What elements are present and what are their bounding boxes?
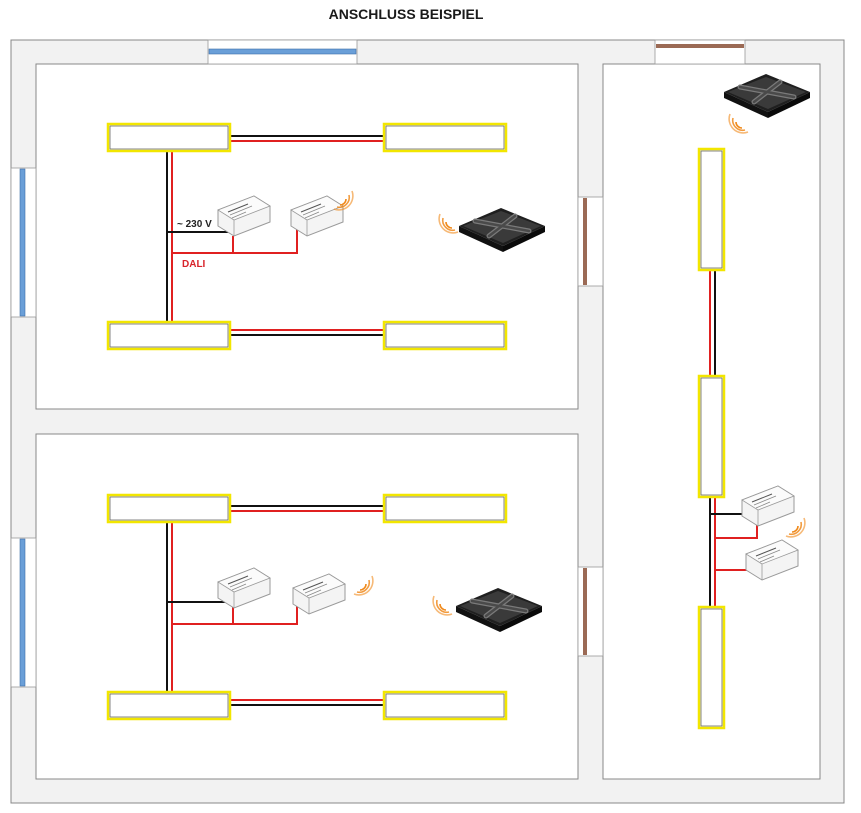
- window-top: [207, 39, 358, 65]
- door-top-right: [654, 39, 746, 65]
- luminaire: [697, 147, 726, 272]
- luminaire: [697, 605, 726, 730]
- diagram-title: ANSCHLUSS BEISPIEL: [329, 6, 484, 22]
- door-middle-lower: [577, 566, 604, 657]
- luminaire: [697, 374, 726, 499]
- luminaire: [382, 493, 508, 524]
- window-left-top: [10, 167, 37, 318]
- luminaire: [106, 493, 232, 524]
- door-middle-upper: [577, 196, 604, 287]
- wire-dali: [715, 524, 758, 539]
- luminaire: [106, 122, 232, 153]
- window-left-bottom: [10, 537, 37, 688]
- luminaire: [382, 122, 508, 153]
- luminaire: [382, 690, 508, 721]
- wire-dali: [172, 226, 298, 254]
- dali-label: DALI: [182, 259, 206, 270]
- luminaire: [106, 690, 232, 721]
- luminaire: [382, 320, 508, 351]
- voltage-label: ~ 230 V: [177, 219, 212, 230]
- luminaire: [106, 320, 232, 351]
